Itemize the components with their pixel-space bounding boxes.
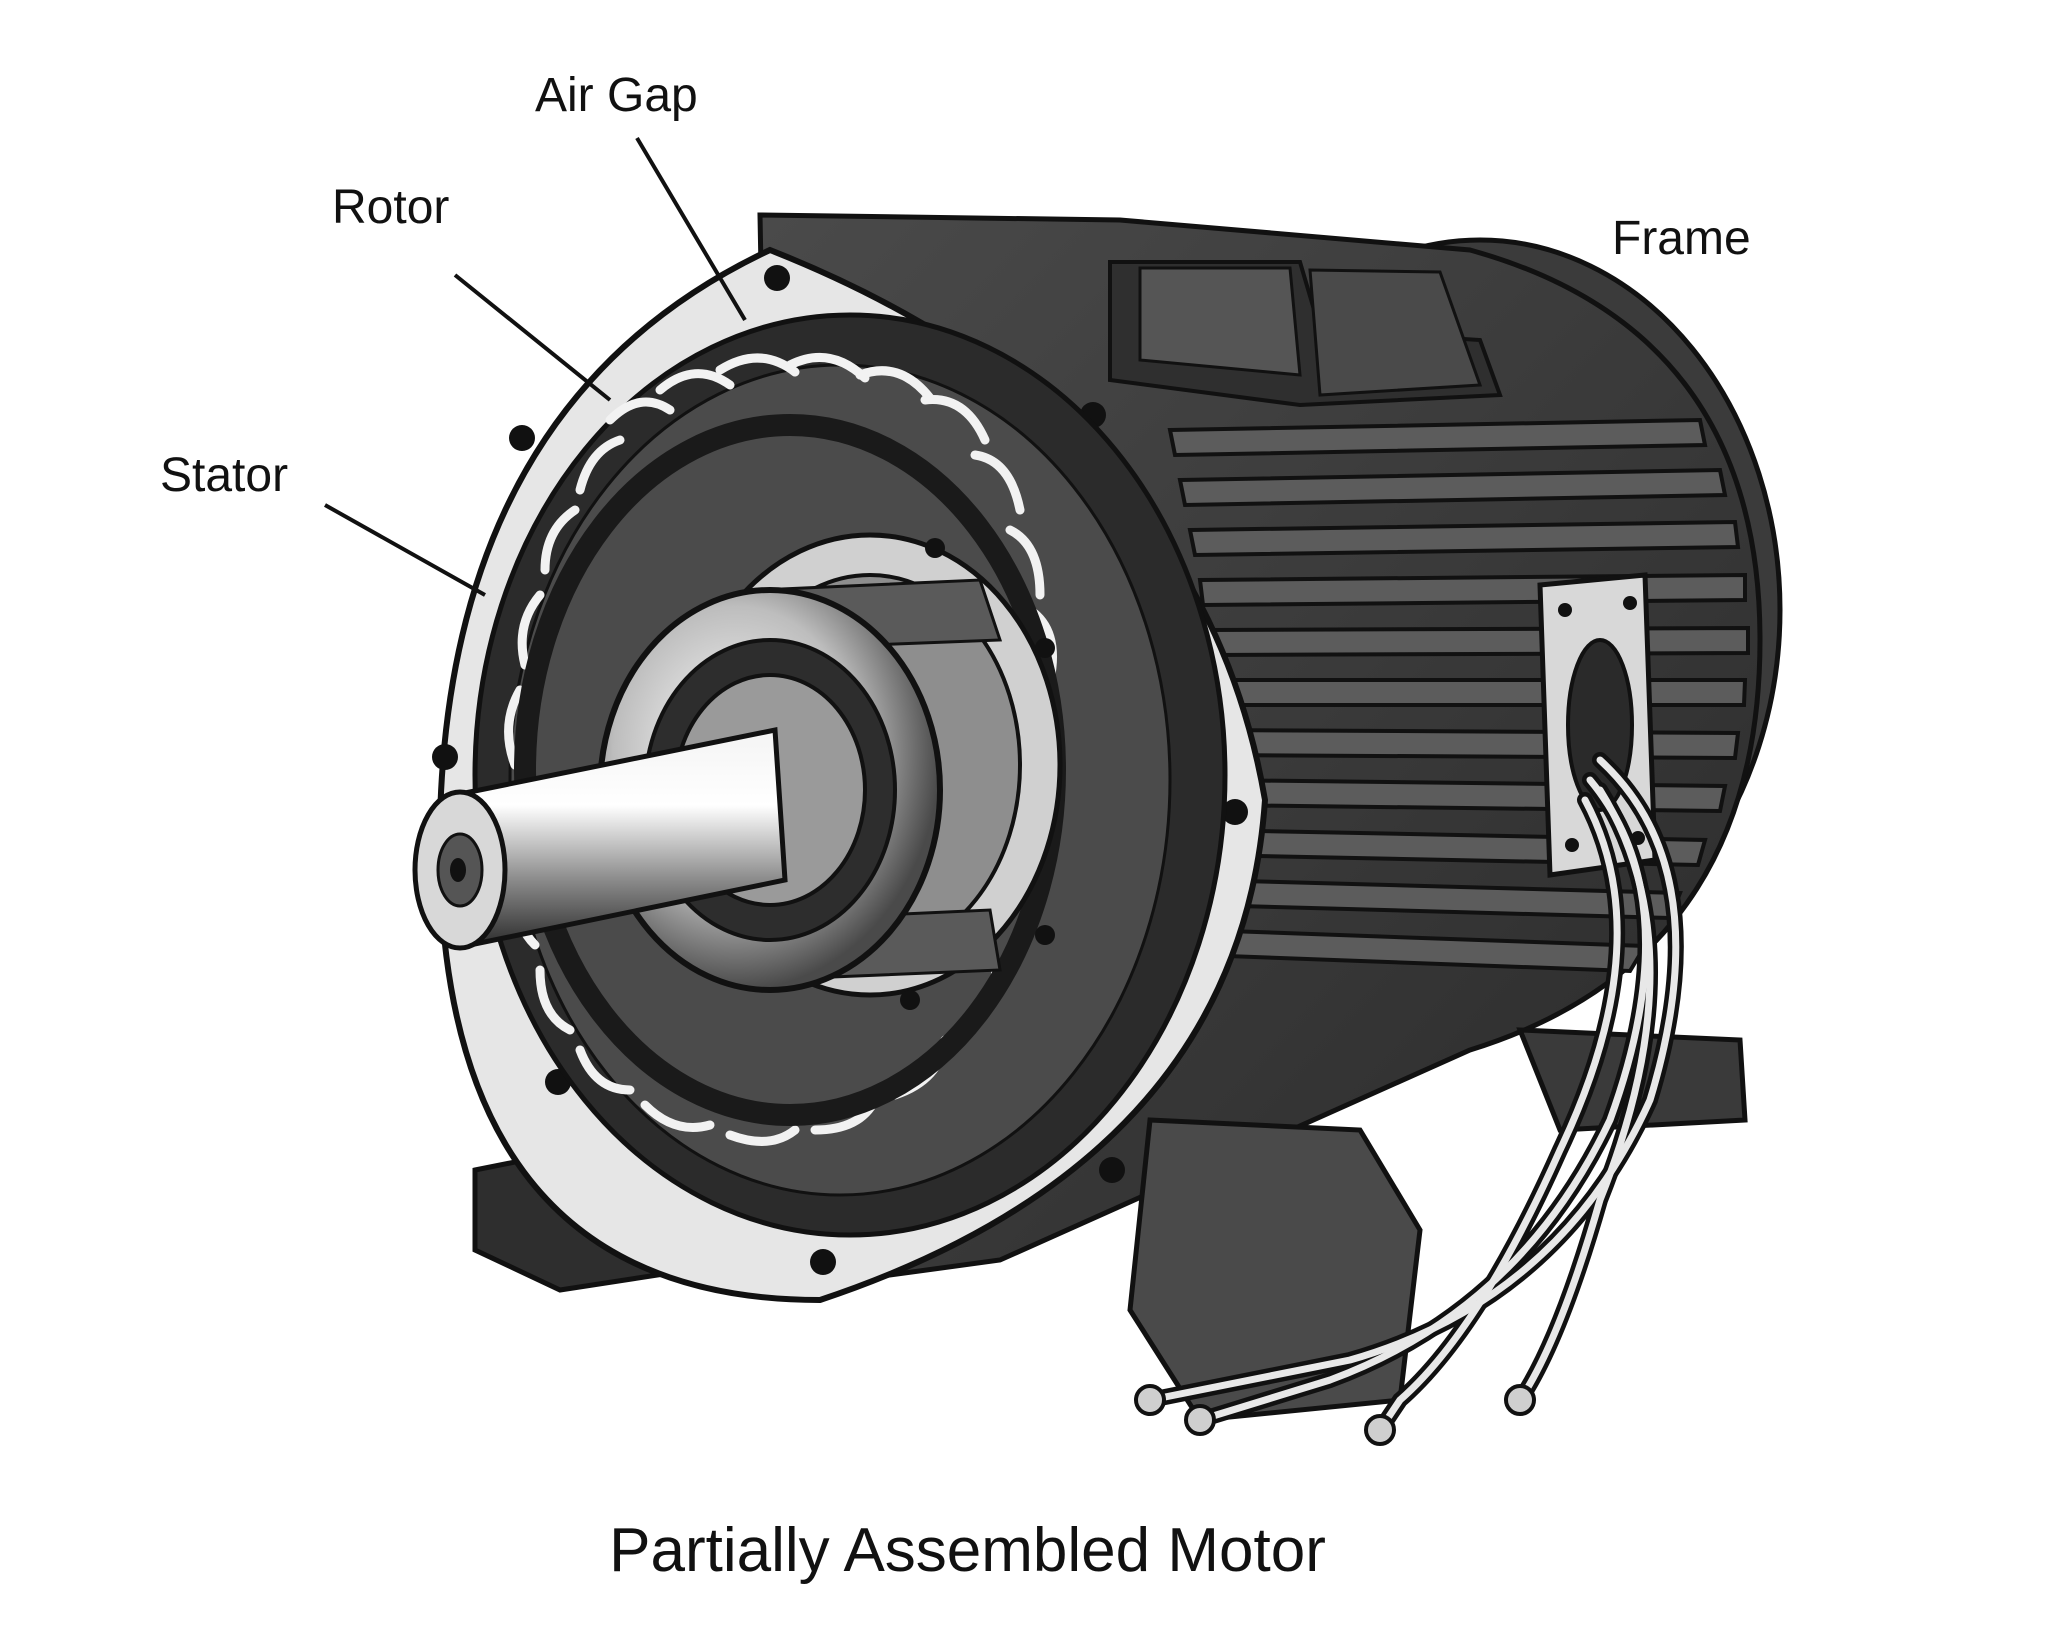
air-gap-leader bbox=[635, 136, 747, 322]
stator-leader bbox=[324, 503, 486, 597]
rotor-leader bbox=[453, 273, 612, 402]
leader-lines bbox=[324, 136, 747, 597]
stator-label: Stator bbox=[160, 449, 289, 502]
rotor-label: Rotor bbox=[332, 181, 450, 234]
frame-label: Frame bbox=[1612, 212, 1751, 265]
diagram-caption: Partially Assembled Motor bbox=[609, 1516, 1326, 1585]
shaft bbox=[412, 726, 788, 951]
lead-wires-highlight bbox=[1146, 756, 1680, 1434]
air-gap-label: Air Gap bbox=[535, 69, 698, 122]
wire-lugs bbox=[1134, 1384, 1536, 1446]
